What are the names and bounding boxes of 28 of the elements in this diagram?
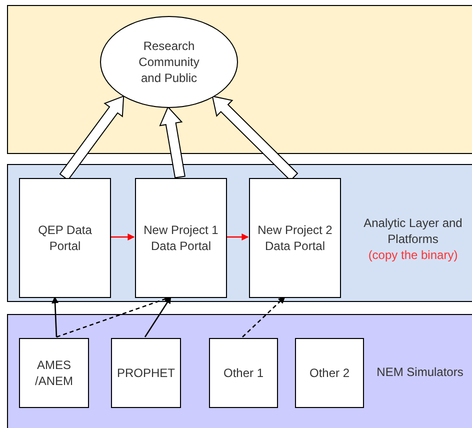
layer-band bbox=[7, 5, 472, 154]
process-box bbox=[19, 178, 111, 298]
node-label: AMES /ANEM bbox=[34, 357, 74, 389]
dashed-arrow bbox=[242, 296, 286, 338]
layer-label: NEM Simulators bbox=[376, 364, 464, 380]
arrow bbox=[226, 234, 249, 240]
hollow-arrow bbox=[159, 106, 186, 178]
arrow bbox=[144, 296, 172, 338]
node-label: New Project 2 Data Portal bbox=[256, 222, 334, 254]
note-text: (copy the binary) bbox=[368, 247, 458, 263]
node-label: Research Community and Public bbox=[138, 38, 200, 86]
node-label: PROPHET bbox=[116, 365, 176, 381]
process-box bbox=[135, 178, 227, 298]
layer-band bbox=[7, 314, 472, 428]
node-label: Other 2 bbox=[308, 365, 351, 381]
node-label: Other 1 bbox=[222, 365, 265, 381]
process-box bbox=[19, 338, 89, 408]
process-box bbox=[295, 338, 364, 408]
process-box bbox=[111, 338, 181, 408]
arrow bbox=[110, 234, 135, 240]
node-label: New Project 1 Data Portal bbox=[142, 222, 220, 254]
layer-band bbox=[7, 164, 472, 302]
process-box bbox=[249, 178, 341, 298]
hollow-arrow bbox=[59, 95, 124, 181]
process-box bbox=[209, 338, 278, 408]
node-label: QEP Data Portal bbox=[37, 222, 93, 254]
layer-label: Analytic Layer and Platforms bbox=[362, 215, 464, 247]
arrow bbox=[52, 296, 59, 338]
